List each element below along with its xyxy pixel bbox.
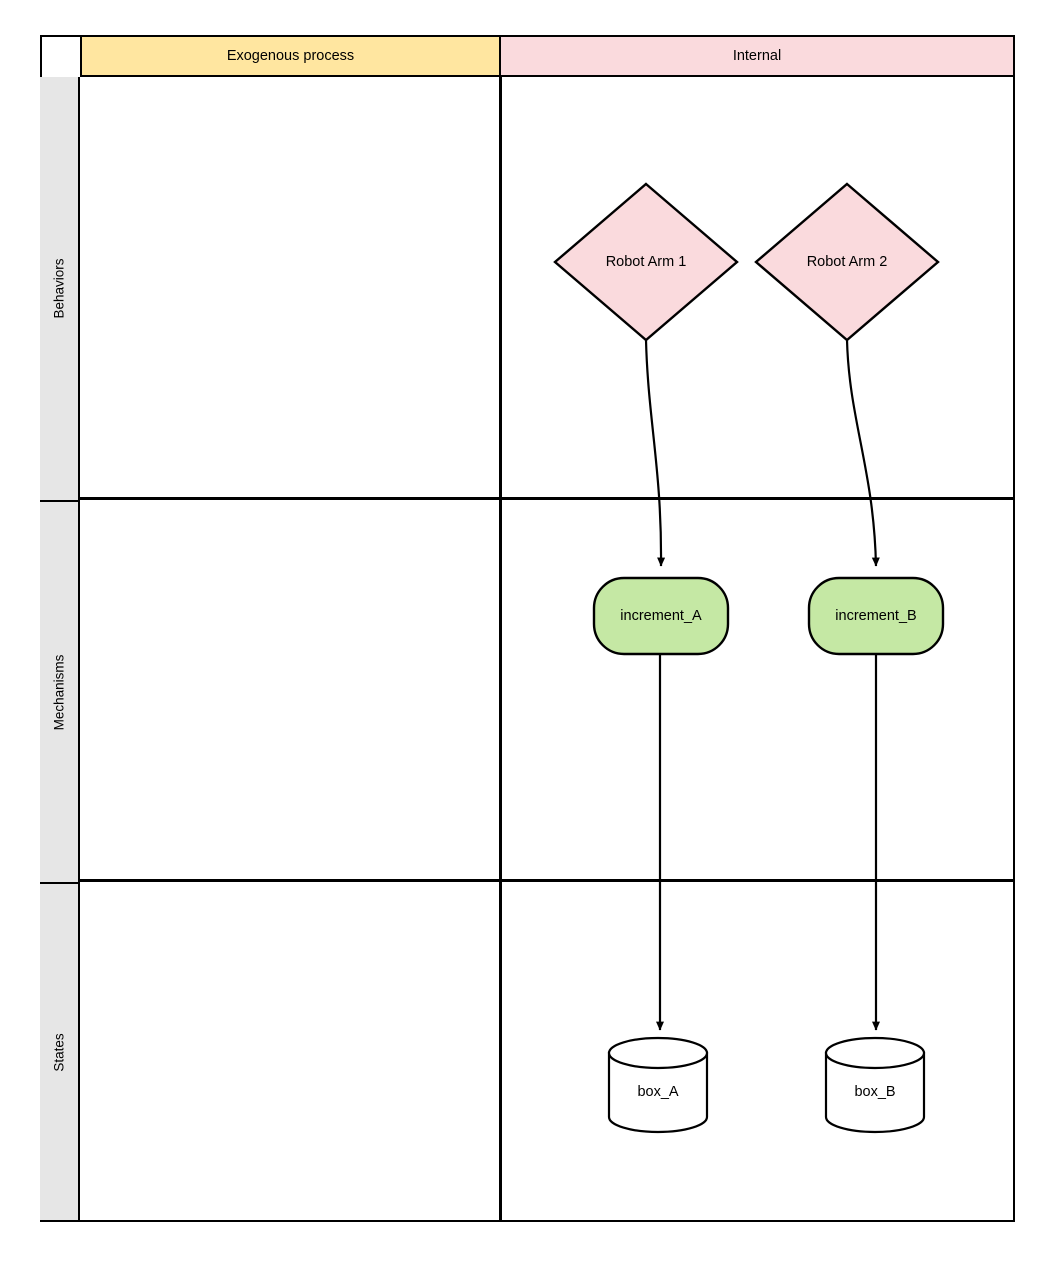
row-label-states-text: States bbox=[51, 1032, 67, 1072]
node-robot-arm-1-label: Robot Arm 1 bbox=[605, 254, 687, 270]
column-header-band: Exogenous process Internal bbox=[80, 35, 1015, 77]
row-label-mechanisms[interactable]: Mechanisms bbox=[40, 500, 80, 882]
node-box-a[interactable] bbox=[607, 1036, 709, 1134]
edge-robot-arm-2-to-increment-b[interactable] bbox=[845, 339, 880, 567]
node-robot-arm-2[interactable] bbox=[754, 182, 940, 342]
row-label-behaviors[interactable]: Behaviors bbox=[40, 77, 80, 500]
row-label-states[interactable]: States bbox=[40, 882, 80, 1220]
row-separator-mechanisms-states bbox=[80, 879, 1015, 882]
node-robot-arm-2-label: Robot Arm 2 bbox=[806, 254, 888, 270]
node-increment-b-label: increment_B bbox=[835, 608, 917, 624]
column-separator-exogenous-internal bbox=[499, 77, 502, 1222]
row-label-behaviors-text: Behaviors bbox=[51, 258, 67, 319]
node-box-b[interactable] bbox=[824, 1036, 926, 1134]
column-header-internal[interactable]: Internal bbox=[500, 35, 1015, 77]
row-label-column: Behaviors Mechanisms States bbox=[40, 77, 80, 1220]
node-increment-a[interactable] bbox=[592, 576, 730, 656]
node-increment-b[interactable] bbox=[807, 576, 945, 656]
row-separator-behaviors-mechanisms bbox=[80, 497, 1015, 500]
column-header-internal-label: Internal bbox=[732, 47, 782, 64]
row-label-mechanisms-text: Mechanisms bbox=[51, 654, 67, 730]
column-header-exogenous-process-label: Exogenous process bbox=[226, 47, 355, 64]
node-box-b-label: box_B bbox=[854, 1084, 896, 1100]
column-header-exogenous-process[interactable]: Exogenous process bbox=[80, 35, 500, 77]
node-robot-arm-1[interactable] bbox=[553, 182, 739, 342]
node-box-a-label: box_A bbox=[637, 1084, 679, 1100]
node-increment-a-label: increment_A bbox=[620, 608, 702, 624]
edge-robot-arm-1-to-increment-a[interactable] bbox=[644, 339, 666, 567]
